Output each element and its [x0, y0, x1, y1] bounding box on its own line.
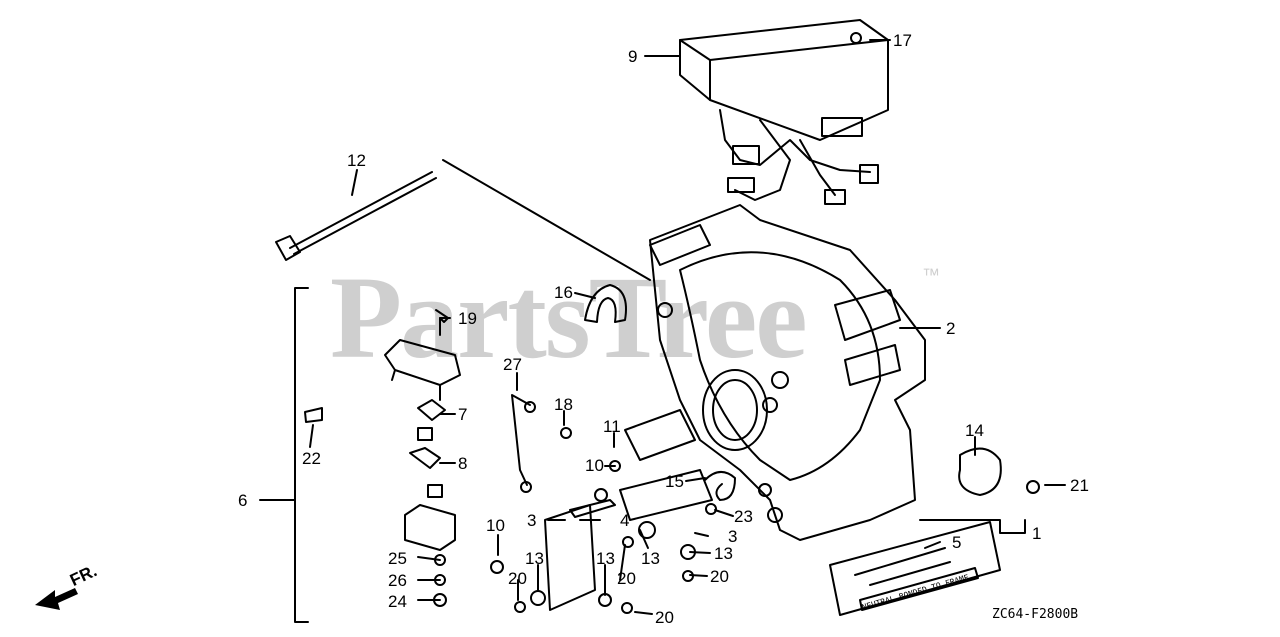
callout-17: 17 — [893, 31, 912, 50]
callout-13b: 13 — [596, 549, 615, 568]
frame-2 — [649, 204, 926, 541]
callout-7: 7 — [458, 405, 468, 424]
front-arrow-icon — [35, 588, 78, 610]
callout-9: 9 — [628, 47, 638, 66]
trademark-mark: ™ — [922, 265, 940, 285]
callout-22: 22 — [302, 449, 321, 468]
callout-14: 14 — [965, 421, 984, 440]
callout-11: 11 — [603, 417, 621, 436]
callout-20c: 20 — [710, 567, 729, 586]
callout-3b: 3 — [728, 527, 738, 546]
callout-12: 12 — [347, 151, 366, 170]
clamp-16 — [584, 284, 627, 323]
inverter-unit-9 — [679, 19, 889, 141]
callout-10a: 10 — [486, 516, 505, 535]
callout-23: 23 — [734, 507, 753, 526]
callout-8: 8 — [458, 454, 468, 473]
callout-18: 18 — [554, 395, 573, 414]
callout-24: 24 — [388, 592, 407, 611]
terminal-block-3b — [619, 469, 713, 521]
callout-4: 4 — [620, 511, 630, 530]
label-plate-1 — [829, 521, 1001, 616]
callout-21: 21 — [1070, 476, 1089, 495]
callout-13d: 13 — [714, 544, 733, 563]
callout-15: 15 — [665, 472, 684, 491]
callout-10b: 10 — [585, 456, 604, 475]
drawing-code: ZC64-F2800B — [992, 607, 1079, 622]
callout-27: 27 — [503, 355, 522, 374]
group-bracket-6 — [294, 287, 309, 623]
callout-26: 26 — [388, 571, 407, 590]
callout-20a: 20 — [508, 569, 527, 588]
callout-19: 19 — [458, 309, 477, 328]
callout-16: 16 — [554, 283, 573, 302]
callout-13a: 13 — [525, 549, 544, 568]
callout-3a: 3 — [527, 511, 537, 530]
callout-2: 2 — [946, 319, 956, 338]
callout-13c: 13 — [641, 549, 660, 568]
callout-1: 1 — [1032, 524, 1042, 543]
terminal-block-3a — [544, 504, 596, 611]
callout-6: 6 — [238, 491, 248, 510]
watermark: PartsTree — [330, 252, 808, 383]
callout-25: 25 — [388, 549, 407, 568]
callout-20d: 20 — [655, 608, 674, 627]
callout-20b: 20 — [617, 569, 636, 588]
callout-5: 5 — [952, 533, 962, 552]
